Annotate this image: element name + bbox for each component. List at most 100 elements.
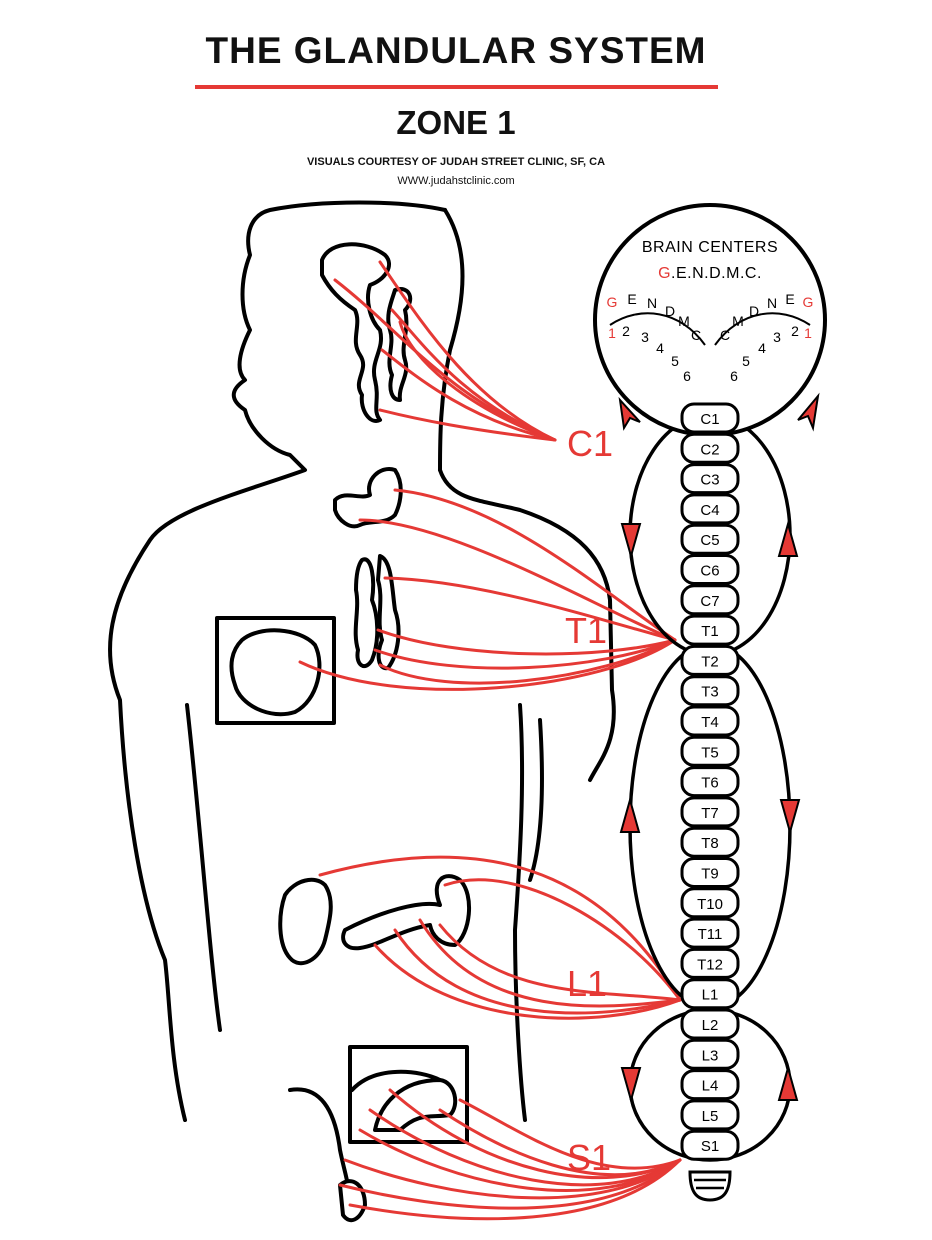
brain-left-number: 1	[608, 325, 616, 341]
vertebra	[680, 1038, 740, 1070]
brain-left-number: 2	[622, 323, 630, 339]
spine: C1C2C3C4C5C6C7T1T2T3T4T5T6T7T8T9T10T11T1…	[680, 402, 740, 1161]
vertebra	[680, 584, 740, 616]
brain-code-first: G	[658, 265, 671, 282]
vertebra-label: T1	[701, 623, 719, 640]
vertebra	[680, 1129, 740, 1161]
brain-centers-code: G.E.N.D.M.C.	[658, 265, 762, 282]
arrow-up	[777, 520, 799, 557]
zone-label-t1: T1	[565, 610, 607, 651]
vertebra	[680, 614, 740, 646]
nerves-t1	[298, 488, 677, 691]
arrow-down	[620, 1067, 642, 1104]
vertebra-label: S1	[701, 1138, 719, 1155]
arrow-up	[619, 796, 641, 833]
body-outline	[108, 200, 616, 1122]
vertebra-label: T3	[701, 684, 719, 701]
brain-right-numbers: 6 5 4 3 2 1	[730, 323, 812, 384]
vertebra	[680, 917, 740, 949]
vertebra-label: L4	[702, 1078, 719, 1095]
brain-left-letter: G	[607, 294, 618, 310]
vertebra-label: T5	[701, 744, 719, 761]
arrow-down	[620, 523, 642, 560]
diagram-subtitle: ZONE 1	[396, 104, 516, 141]
brain-right-number: 3	[773, 329, 781, 345]
nerves-l1	[318, 855, 682, 1020]
brain-left-letters: G E N D M C	[607, 291, 702, 343]
brain-right-letters: C M D N E G	[720, 291, 814, 343]
brain-left-numbers: 1 2 3 4 5 6	[608, 323, 691, 384]
vertebra-label: T7	[701, 805, 719, 822]
brain-right-number: 5	[742, 353, 750, 369]
credit-text: VISUALS COURTESY OF JUDAH STREET CLINIC,…	[306, 156, 606, 168]
vertebra	[680, 978, 740, 1010]
vertebra-label: T12	[697, 956, 723, 973]
vertebra	[680, 675, 740, 707]
arrow-down	[779, 799, 801, 836]
vertebra	[680, 826, 740, 858]
brain-right-number: 4	[758, 340, 766, 356]
vertebra-label: C4	[700, 502, 719, 519]
brain-left-number: 3	[641, 329, 649, 345]
brain-left-number: 5	[671, 353, 679, 369]
vertebra	[680, 644, 740, 676]
vertebra-label: L3	[702, 1047, 719, 1064]
title-underline	[195, 85, 718, 89]
vertebra-label: C7	[700, 593, 719, 610]
coccyx-rings	[694, 1178, 726, 1190]
brain-left-number: 6	[683, 368, 691, 384]
vertebra	[680, 796, 740, 828]
vertebra	[680, 1099, 740, 1131]
vertebra-label: T2	[701, 653, 719, 670]
zone-label-s1: S1	[567, 1137, 611, 1178]
vertebra-label: T9	[701, 866, 719, 883]
brain-right-arc	[714, 312, 811, 346]
vertebra-label: T10	[697, 896, 723, 913]
diagram-title: THE GLANDULAR SYSTEM	[205, 30, 707, 71]
vertebra-label: T8	[701, 835, 719, 852]
vertebra	[680, 402, 740, 434]
nerves-c1	[333, 260, 557, 442]
vertebra	[680, 857, 740, 888]
brain-left-letter: M	[678, 313, 690, 329]
brain-code-rest: .E.N.D.M.C.	[671, 265, 762, 282]
vertebra-label: T11	[698, 926, 723, 943]
vertebra-label: L5	[702, 1108, 719, 1125]
vertebra	[680, 947, 740, 979]
vertebra	[680, 463, 740, 495]
vertebra-label: C3	[700, 472, 719, 489]
brain-right-letter: M	[732, 313, 744, 329]
brain-right-number: 2	[791, 323, 799, 339]
arrow-up-left	[618, 396, 641, 431]
brain-right-number: 6	[730, 368, 738, 384]
zone-label-c1: C1	[567, 423, 613, 464]
flow-arrows	[618, 392, 820, 1104]
brain-centers-title: BRAIN CENTERS	[642, 239, 778, 256]
brain-left-letter: N	[647, 295, 657, 311]
vertebra	[680, 554, 740, 585]
vertebra-label: C6	[700, 563, 719, 580]
brain-right-letter: N	[767, 295, 777, 311]
vertebra	[680, 1008, 740, 1040]
vertebra	[680, 493, 740, 525]
gland-liver	[278, 877, 333, 966]
vertebra-label: L1	[702, 987, 719, 1004]
gland-pituitary	[320, 242, 413, 423]
zone-label-l1: L1	[567, 963, 607, 1004]
vertebra	[680, 705, 740, 737]
arrow-up-right	[797, 392, 820, 432]
heart-box	[215, 616, 336, 725]
vertebra-label: L2	[702, 1017, 719, 1034]
pelvis-box	[348, 1045, 469, 1144]
brain-right-number: 1	[804, 325, 812, 341]
brain-right-letter: E	[785, 291, 794, 307]
brain-right-letter: C	[720, 327, 730, 343]
vertebra	[680, 887, 740, 919]
vertebra-label: C1	[700, 411, 719, 428]
coccyx	[688, 1170, 732, 1202]
brain-right-letter: D	[749, 303, 759, 319]
vertebra	[680, 735, 740, 767]
arrow-up	[777, 1064, 799, 1101]
brain-right-letter: G	[803, 294, 814, 310]
